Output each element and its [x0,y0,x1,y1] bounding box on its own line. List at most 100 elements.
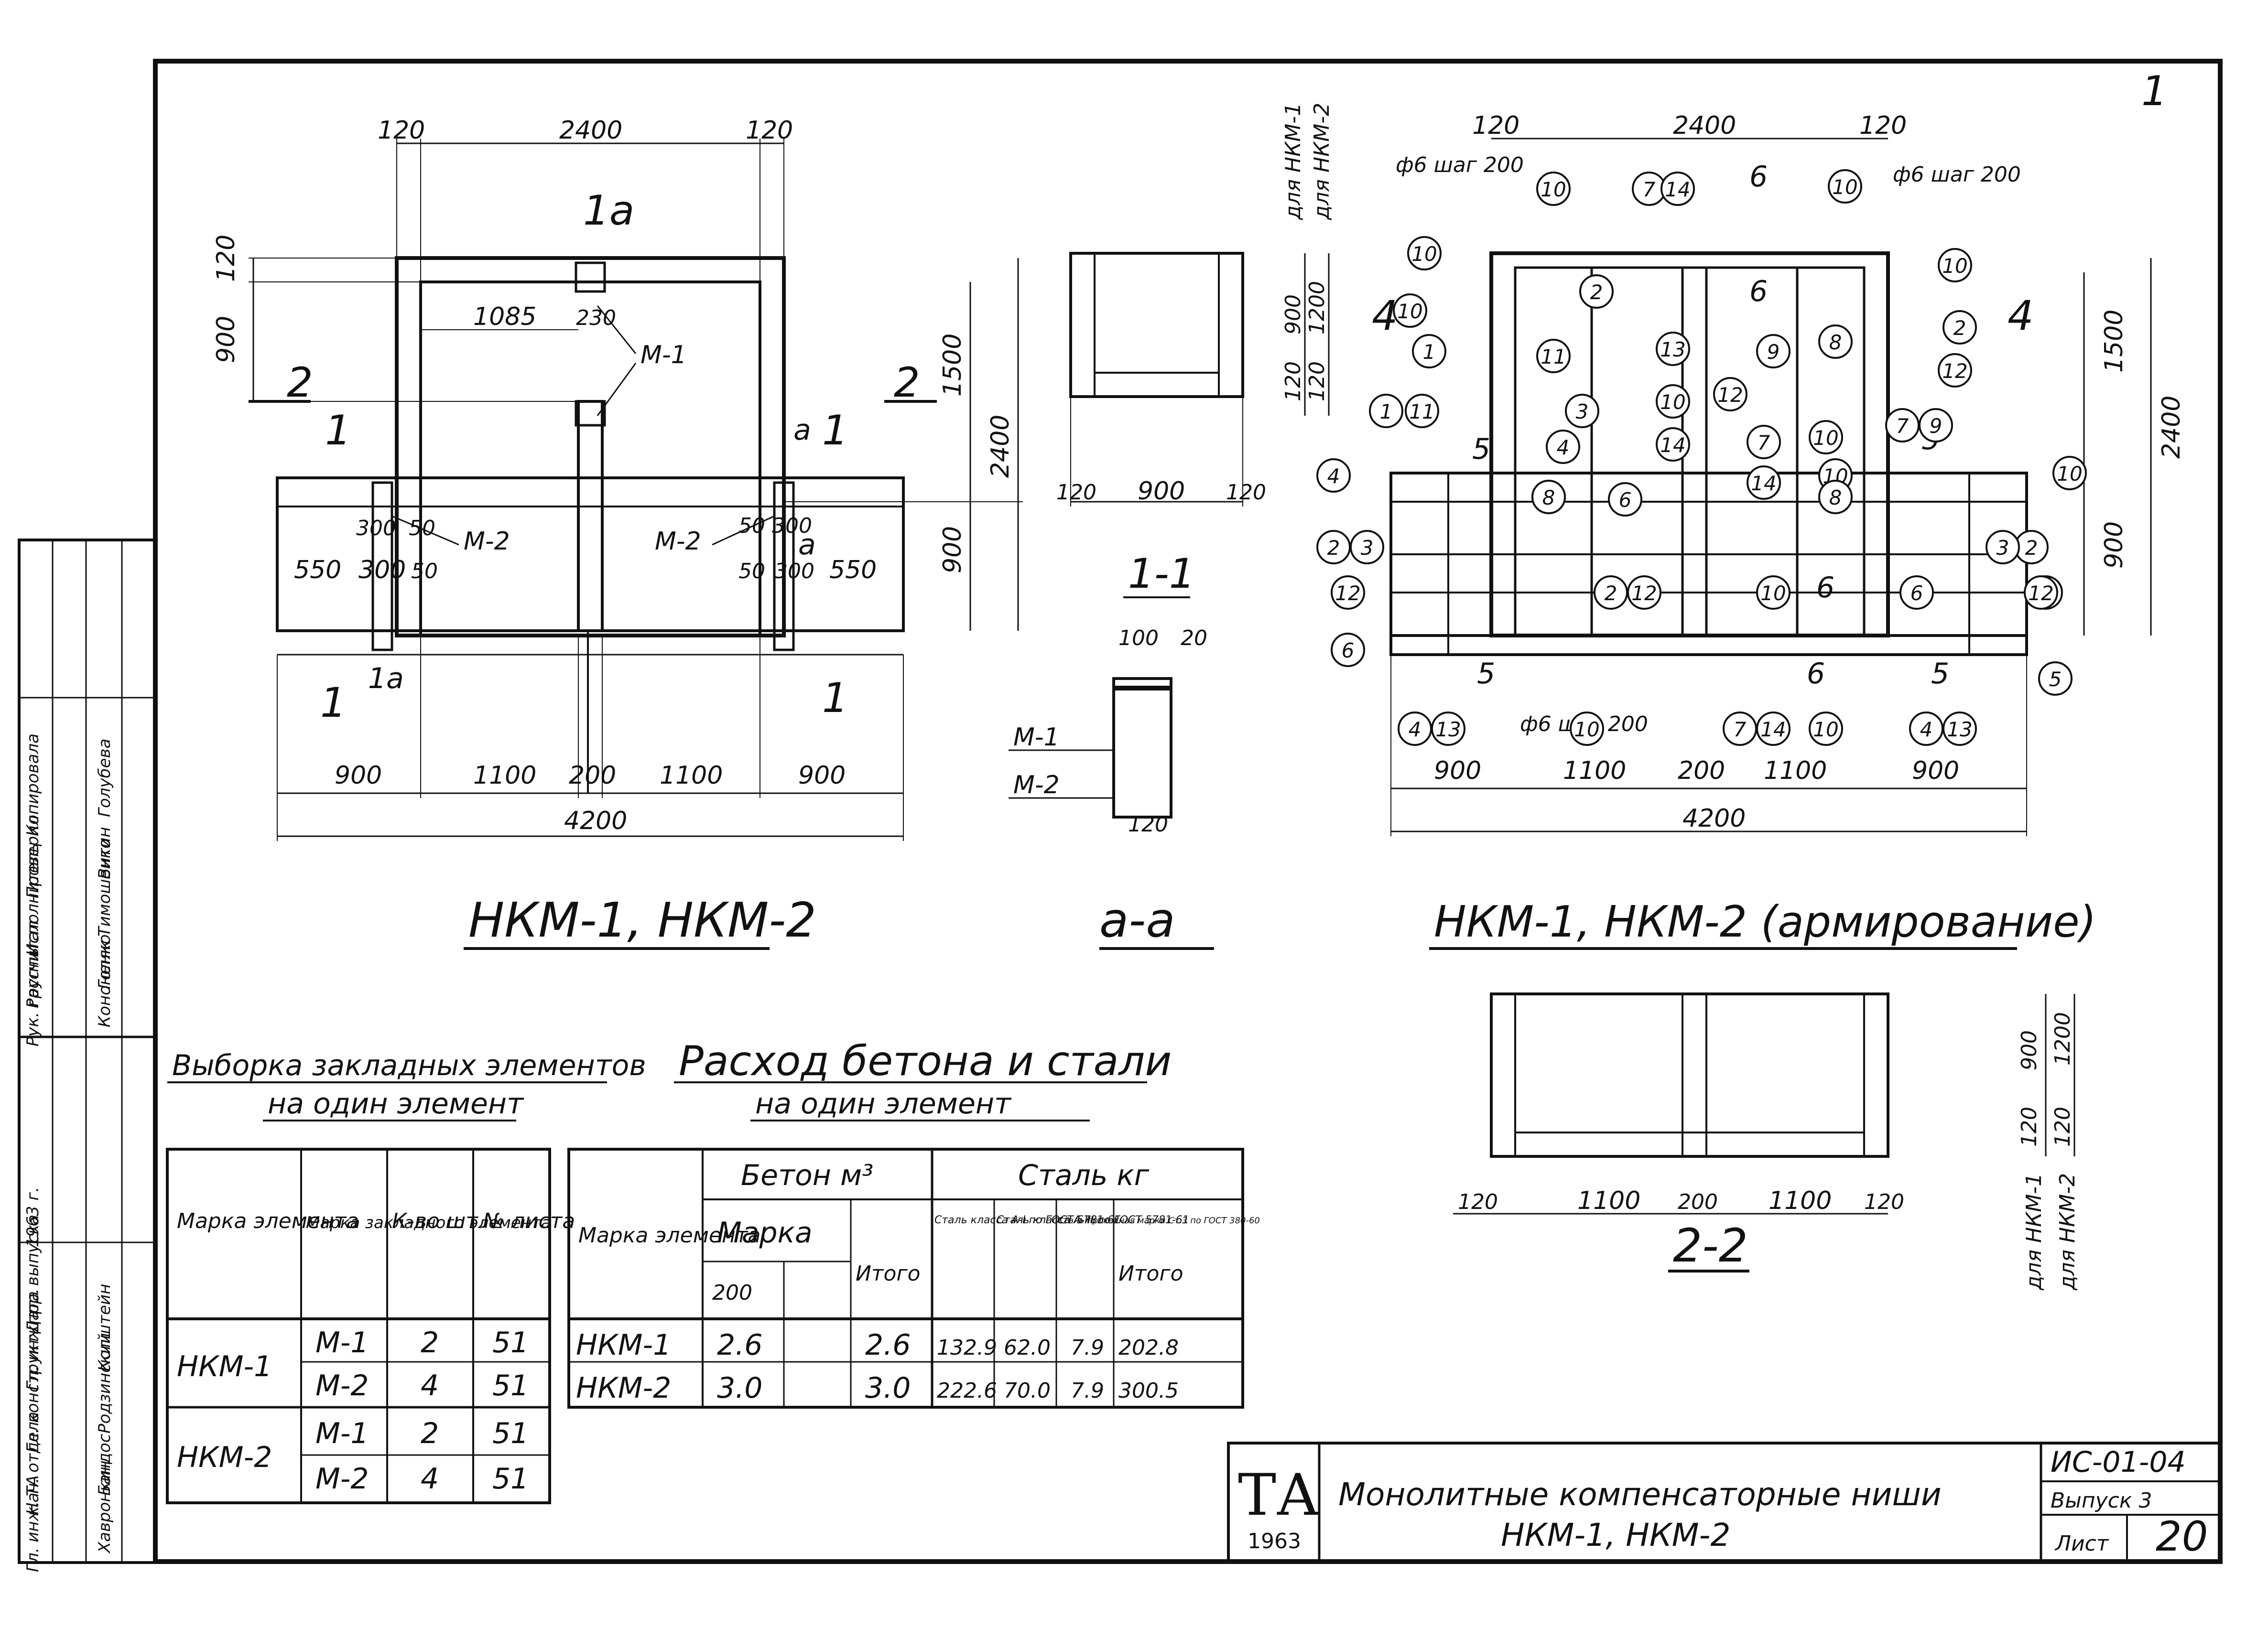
rebar-dim-bot-3: 200 [1678,756,1725,785]
rebar-note-2: ф6 шаг 200 [1893,162,2021,187]
elev-dim-top-2: 2400 [559,116,622,145]
stamp-role: Гл. инж. пр. [23,1289,43,1391]
elev-mark-2-left: 2 [287,359,313,407]
rebar-callout-label: 3 [1576,400,1589,423]
elev-dim-bot-5: 900 [798,761,846,790]
rebar-callout-circle [1899,575,1934,610]
s22-dim-bot-5: 120 [1864,1190,1904,1214]
rebar-callout-label: 5 [2049,668,2062,691]
rebar-callout-label: 1 [1380,400,1393,423]
s22-dim-right-4: 120 [2051,1107,2075,1147]
embedded-r2b-c3: 51 [492,1462,529,1496]
elev-detail-10: 550 [829,556,877,584]
rebar-mark-4-left: 4 [1372,292,1398,340]
elev-detail-3: 550 [294,556,341,584]
side-dim-bot-2: 900 [1138,477,1185,506]
elev-mark-1a-bot: 1а [368,662,404,695]
rebar-dim-right-1: 1500 [2100,310,2128,373]
section-11-m2: М-2 [1013,771,1060,799]
rebar-callout-circle [1331,575,1365,610]
rebar-mark-6-c: 6 [1816,571,1834,604]
stamp-name: Бандос [95,1434,114,1496]
stamp-name: Хавронкин [95,1460,114,1554]
title-block: ТА 1963 Монолитные компенсаторные ниши Н… [1227,1442,2222,1564]
stamp-role: Проверил [23,815,43,898]
rebar-callout-label: 2 [1327,536,1340,560]
rebar-dim-top-1: 120 [1472,111,1519,140]
rebar-callout-circle [2038,661,2073,696]
rebar-callout-label: 10 [1541,178,1566,201]
elev-dim-230: 230 [576,306,616,330]
stamp-role: Копировала [23,733,43,836]
consumption-th-total1: Итого [856,1262,921,1286]
consumption-r2-total: 3.0 [865,1371,911,1405]
section-11-dim-3: 120 [1128,812,1168,837]
rebar-callout-circle [1405,394,1439,428]
consumption-r1-stotal: 202.8 [1118,1336,1179,1360]
consumption-th-mark: Марка элемента [578,1223,760,1248]
section-22-title: 2-2 [1673,1219,1748,1272]
elev-dim-total: 4200 [564,807,627,835]
embedded-elements-table: Выборка закладных элементов на один элем… [166,1049,646,1504]
consumption-th-200: 200 [712,1281,752,1305]
consumption-title-1: Расход бетона и стали [679,1037,1172,1085]
stamp-name: Кононенко [95,934,114,1027]
rebar-dim-right-3: 900 [2100,521,2128,569]
elev-dim-right-3: 900 [938,526,967,573]
section-11-title: 1-1 [1128,550,1195,598]
rebar-callout-circle [1828,169,1862,204]
rebar-dim-right-2: 2400 [2157,396,2186,459]
rebar-dim-top-2: 2400 [1673,111,1736,140]
stamp-role: 1963 г. [23,1187,43,1247]
side-dim-bot-3: 120 [1226,480,1266,505]
elev-dim-right-2: 2400 [986,415,1015,478]
s22-dim-bot-3: 200 [1678,1190,1718,1214]
rebar-callout-label: 10 [1942,254,1967,278]
rebar-callout-circle [1656,332,1690,366]
rebar-callout-label: 7 [1643,178,1656,201]
rebar-callout-label: 10 [1574,718,1599,741]
rebar-callouts: 1071410101010111298321211141310121079413… [1316,169,2087,746]
rebar-callout-label: 14 [1660,433,1685,457]
rebar-callout-label: 13 [1660,338,1685,361]
doc-issue: Выпуск 3 [2051,1488,2152,1513]
embedded-r1b-c2: 4 [421,1369,439,1402]
rebar-callout-circle [1350,530,1384,564]
rebar-callout-label: 1 [1423,340,1436,364]
embedded-th-1: Марка элемента [177,1209,359,1233]
side-dim-right-1: 900 [1281,294,1305,334]
rebar-callout-circle [1986,530,2020,564]
s22-dim-bot-4: 1100 [1769,1186,1832,1215]
consumption-th-steel1: Сталь класса А-I по ГОСТ 5781-61 [934,1214,1121,1226]
consumption-th-total2: Итого [1118,1262,1183,1286]
consumption-r2-stotal: 300.5 [1118,1379,1179,1403]
rebar-callout-label: 10 [1397,300,1422,323]
rebar-callout-label: 12 [1335,582,1360,605]
elev-mark-1-ur: 1 [822,407,848,454]
side-dim-right-4: 120 [1305,361,1329,401]
embedded-th-2: Марка закладного элемента [306,1213,551,1232]
stamp-role: Исполнитель [23,843,43,956]
consumption-r2-s3: 7.9 [1071,1379,1104,1403]
rebar-callout-label: 10 [1760,582,1786,605]
rebar-callout-circle [1608,482,1642,517]
elev-dim-1085: 1085 [473,302,536,331]
elevation-title: НКМ-1, НКМ-2 [468,892,816,948]
rebar-dim-top-3: 120 [1859,111,1907,140]
rebar-callout-circle [1818,480,1853,514]
elev-mark-2-right: 2 [894,359,920,407]
rebar-callout-label: 14 [1760,718,1786,741]
rebar-callout-label: 3 [1361,536,1374,560]
rebar-callout-circle [1412,334,1446,368]
rebar-callout-circle [1713,377,1747,411]
title-line-1: Монолитные компенсаторные ниши [1338,1476,1942,1513]
rebar-callout-circle [1579,274,1614,309]
doc-code: ИС-01-04 [2051,1445,2186,1479]
section-2-2: 120 1100 200 1100 120 900 120 1200 120 д… [1453,992,2080,1291]
rebar-callout-label: 4 [1557,436,1570,459]
rebar-callout-label: 12 [1942,359,1967,383]
s22-label-2: для НКМ-2 [2055,1173,2080,1291]
embedded-r2b-c1: М-2 [315,1462,369,1496]
s22-dim-right-1: 900 [2017,1030,2041,1070]
